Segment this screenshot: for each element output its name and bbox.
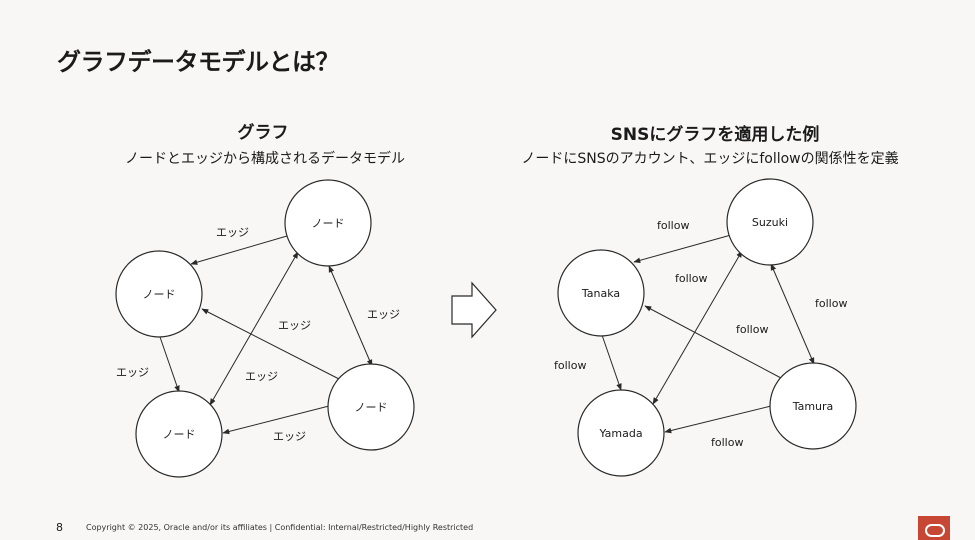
right-edge-suzuki-to-tanaka	[633, 234, 732, 264]
left-edge-right-to-bottom	[222, 405, 330, 435]
right-node-tanaka: Tanaka	[557, 249, 645, 337]
right-panel-subtitle: ノードにSNSのアカウント、エッジにfollowの関係性を定義	[521, 151, 899, 167]
right-edge-label: follow	[736, 323, 768, 336]
left-edge-label: エッジ	[273, 430, 306, 443]
left-edge-label: エッジ	[216, 226, 249, 239]
left-edge-label: エッジ	[278, 319, 311, 332]
right-node-yamada: Yamada	[577, 389, 665, 477]
left-node-bottom: ノード	[135, 390, 223, 478]
left-edge-label: エッジ	[116, 366, 149, 379]
right-node-tamura: Tamura	[769, 362, 857, 450]
right-edge-label: follow	[815, 297, 847, 310]
left-edge-top-bottom	[209, 251, 299, 406]
right-edge-tamura-to-yamada	[664, 405, 772, 434]
left-node-top-label: ノード	[312, 217, 345, 230]
left-edge-right-to-left	[201, 308, 340, 380]
right-edge-suzuki-yamada	[652, 250, 743, 405]
right-node-suzuki: Suzuki	[726, 178, 814, 266]
left-edge-left-to-bottom	[159, 336, 180, 393]
right-edge-tanaka-to-yamada	[601, 334, 622, 391]
left-edge-top-to-left	[190, 235, 288, 265]
right-edge-label: follow	[711, 436, 743, 449]
left-node-top: ノード	[284, 179, 372, 267]
left-panel-subtitle: ノードとエッジから構成されるデータモデル	[125, 151, 405, 167]
right-panel-title: SNSにグラフを適用した例	[610, 125, 820, 145]
oracle-logo-icon	[918, 516, 950, 540]
slide-title: グラフデータモデルとは？	[57, 48, 340, 76]
copyright-notice: Copyright © 2025, Oracle and/or its affi…	[86, 523, 474, 532]
left-node-bottom-label: ノード	[163, 428, 196, 441]
right-node-tanaka-label: Tanaka	[581, 287, 620, 300]
left-panel-title: グラフ	[237, 123, 289, 143]
right-edge-label: follow	[554, 359, 586, 372]
left-node-right: ノード	[327, 363, 415, 451]
right-edge-label: follow	[657, 219, 689, 232]
left-edge-label: エッジ	[367, 308, 400, 321]
transition-arrow-icon	[451, 281, 497, 339]
right-edge-suzuki-tamura	[770, 263, 815, 365]
left-node-left-label: ノード	[143, 288, 176, 301]
left-node-right-label: ノード	[355, 401, 388, 414]
page-number: 8	[56, 521, 63, 534]
left-edge-top-right	[328, 265, 373, 367]
right-edge-tamura-to-tanaka	[644, 305, 782, 379]
left-node-left: ノード	[115, 250, 203, 338]
right-node-tamura-label: Tamura	[792, 400, 834, 413]
oracle-ring-icon	[925, 524, 945, 537]
right-node-suzuki-label: Suzuki	[752, 216, 788, 229]
right-node-yamada-label: Yamada	[598, 427, 642, 440]
right-edge-label: follow	[675, 272, 707, 285]
left-edge-label: エッジ	[245, 370, 278, 383]
